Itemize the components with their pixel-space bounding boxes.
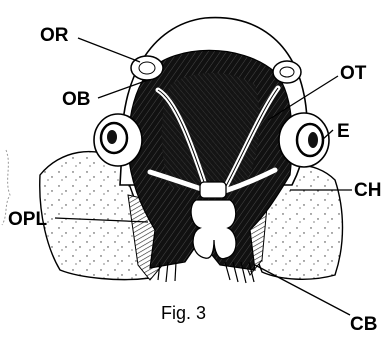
label-cb: CB xyxy=(350,315,377,334)
label-opl: OPL xyxy=(8,210,47,229)
label-or: OR xyxy=(40,26,69,45)
left-olfactory-rosette xyxy=(131,56,163,80)
left-eye xyxy=(94,114,142,166)
label-e: E xyxy=(337,122,350,141)
label-ot: OT xyxy=(340,64,366,83)
brain-mass-shading xyxy=(162,73,260,188)
label-ch: CH xyxy=(354,181,381,200)
right-eye xyxy=(279,113,329,167)
figure-caption: Fig. 3 xyxy=(161,304,206,322)
label-ob: OB xyxy=(62,90,91,109)
right-olfactory-rosette xyxy=(273,61,301,83)
